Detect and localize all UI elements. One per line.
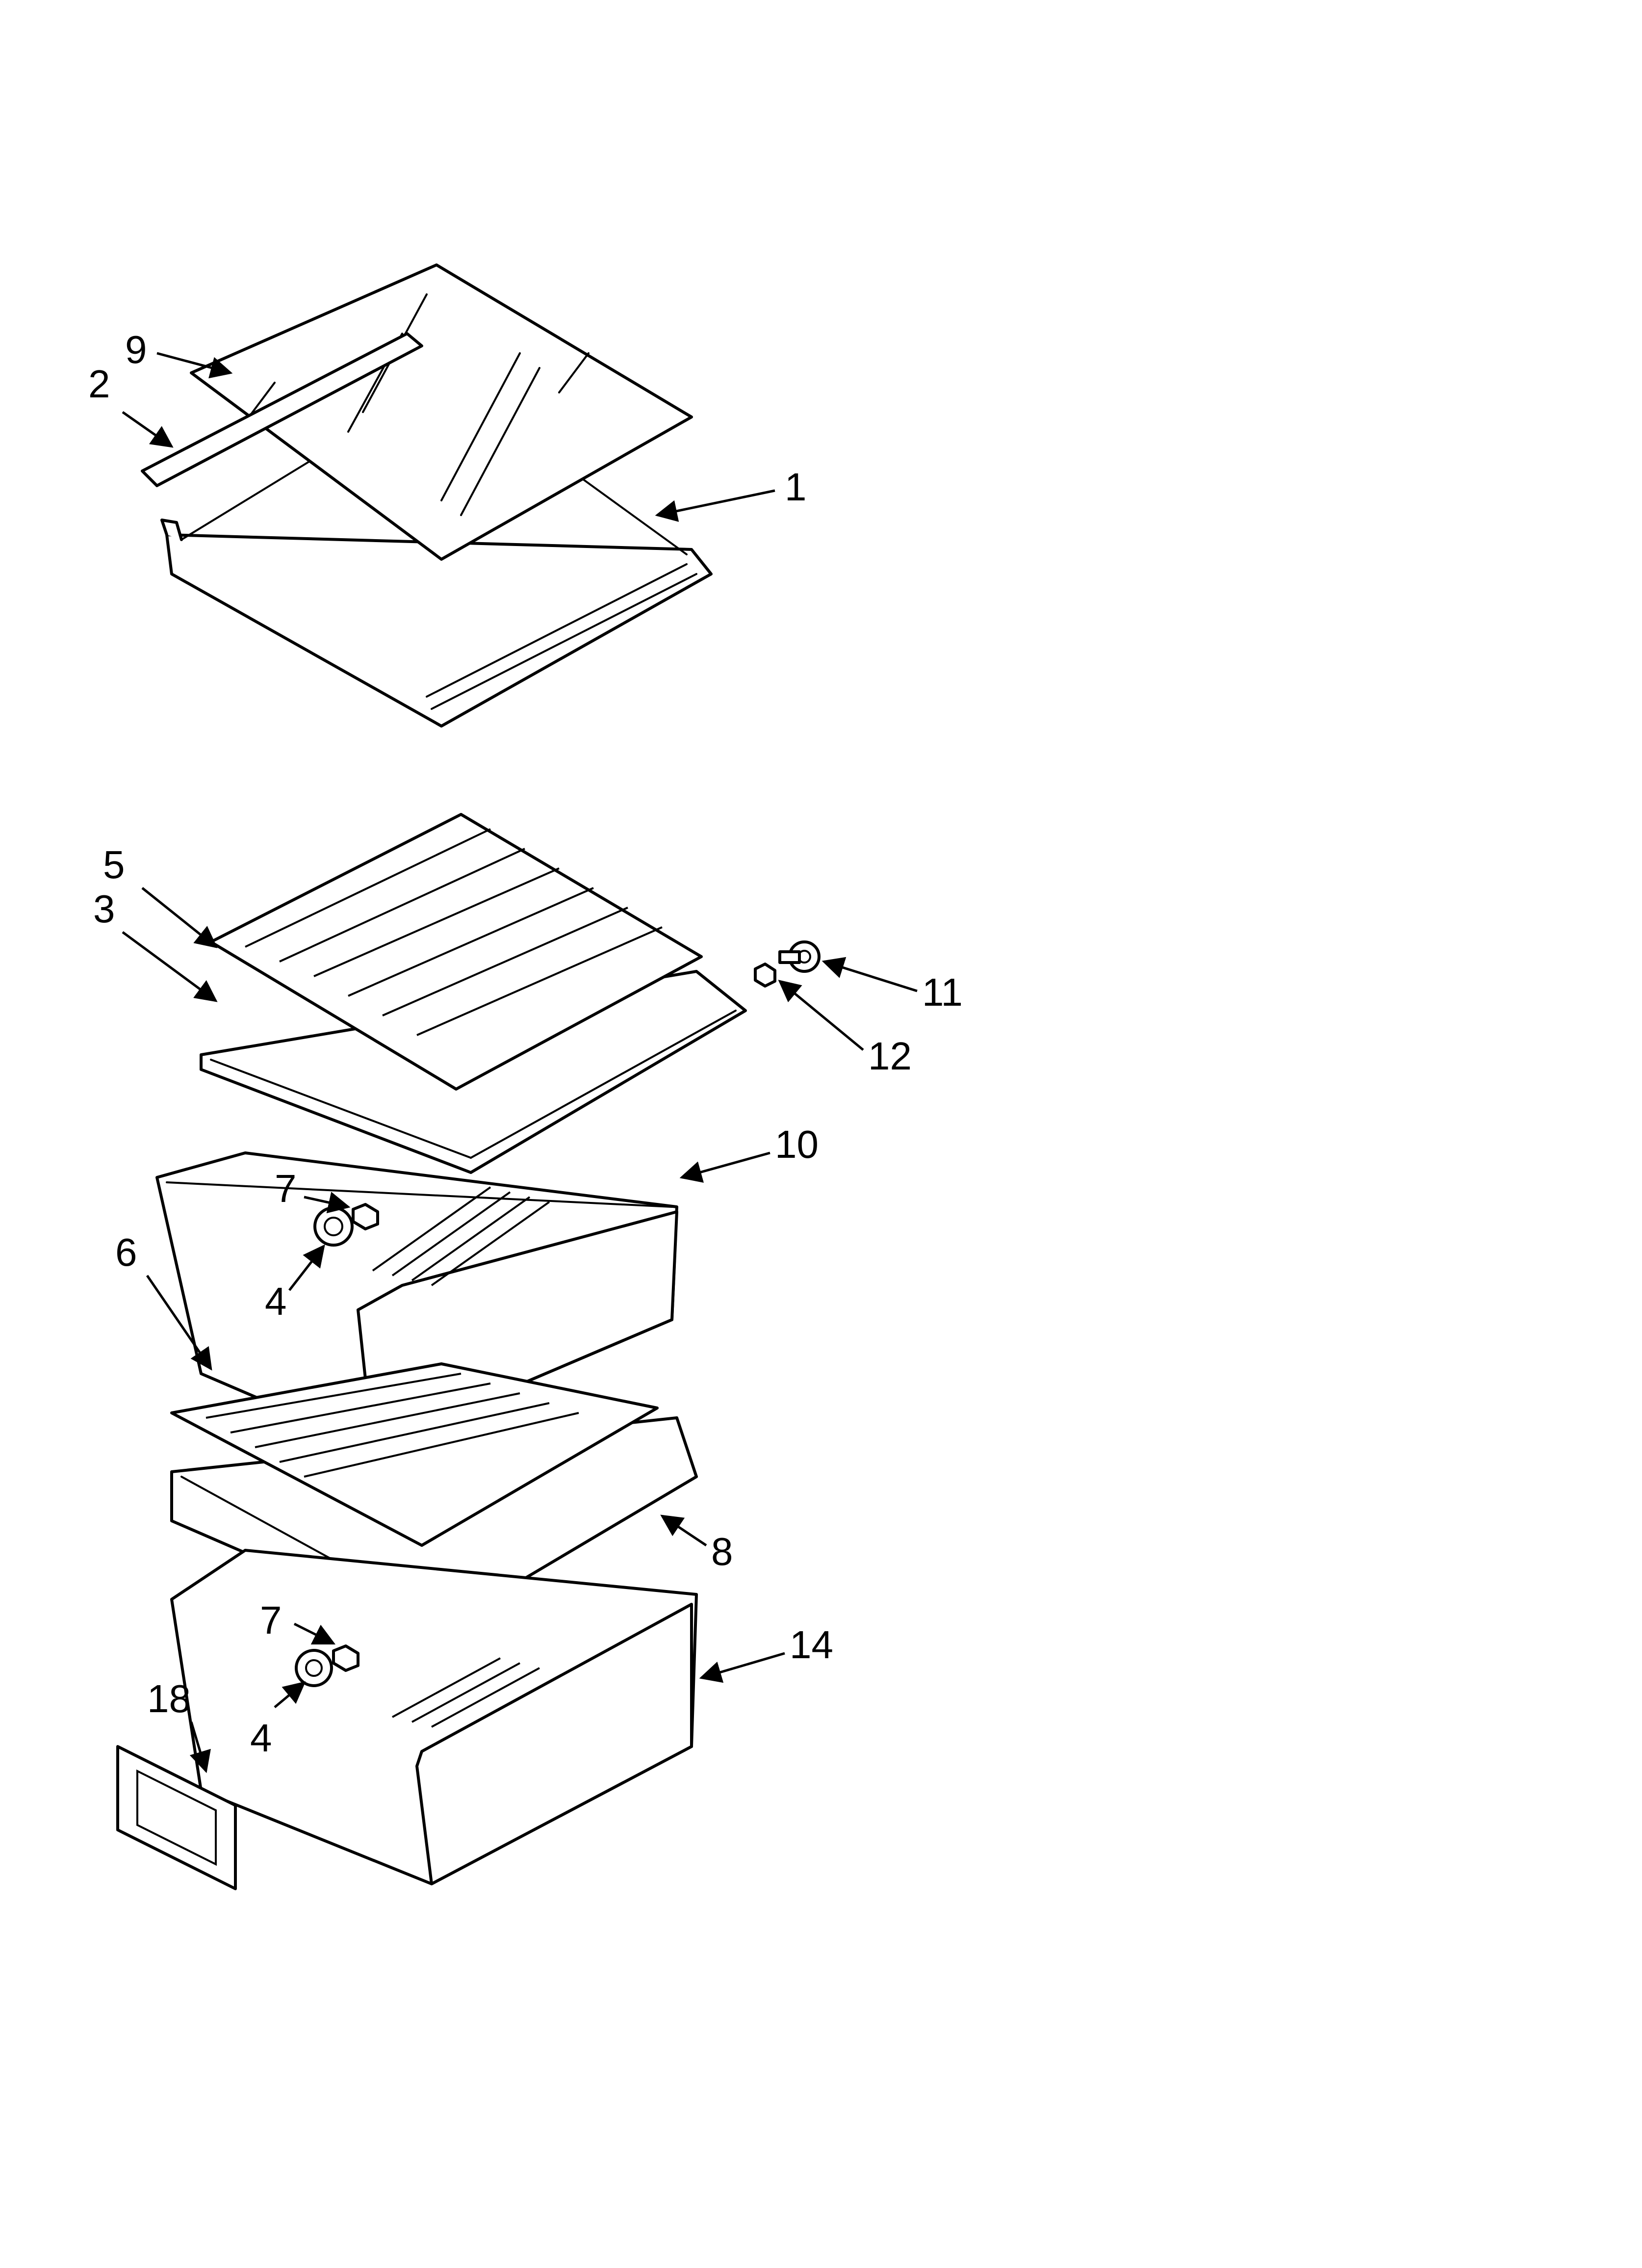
- lower-cover-ribs: [205, 1373, 579, 1478]
- nut-part-12: [754, 963, 776, 988]
- callout-14: 14: [790, 1623, 833, 1667]
- crisper-cover-glass: [209, 813, 703, 1091]
- roller-part-11: [778, 940, 821, 973]
- callout-10: 10: [775, 1122, 819, 1166]
- roller-part-4-upper: [313, 1206, 354, 1247]
- callout-8: 8: [711, 1530, 733, 1573]
- callout-6: 6: [115, 1230, 137, 1274]
- callout-5: 5: [103, 843, 125, 886]
- lower-drawer-grille: [392, 1657, 540, 1728]
- callout-11: 11: [922, 970, 963, 1014]
- callout-12: 12: [868, 1034, 912, 1078]
- cover-glass-ribs: [245, 828, 663, 1036]
- callout-1: 1: [785, 465, 807, 509]
- roller-part-4-lower: [295, 1649, 333, 1687]
- glass-pane: [190, 263, 693, 561]
- lower-drawer-front: [415, 1603, 693, 1885]
- nut-part-7-upper: [352, 1203, 379, 1230]
- label-card: [116, 1745, 237, 1890]
- glass-shelf-assembly: [141, 263, 713, 728]
- callout-2: 2: [88, 362, 110, 406]
- callout-18: 18: [147, 1677, 191, 1721]
- callout-9: 9: [125, 328, 147, 371]
- lower-cover-glass: [170, 1362, 659, 1547]
- shelf-frame: [165, 533, 713, 728]
- lower-cover-assembly: [170, 1362, 698, 1635]
- callout-7-lower: 7: [260, 1598, 282, 1642]
- lower-crisper-drawer: [170, 1549, 698, 1885]
- nut-part-7-lower: [332, 1644, 359, 1672]
- crisper-cover-assembly: [155, 813, 747, 1449]
- upper-drawer-grille: [372, 1186, 550, 1286]
- callouts: 9 2 1 5 3 11 12 10 7 4 6 8 7 14 18 4: [88, 328, 963, 1773]
- callout-3: 3: [93, 887, 115, 931]
- callout-7: 7: [275, 1167, 297, 1210]
- callout-4: 4: [265, 1279, 287, 1323]
- shelf-trim: [141, 332, 423, 487]
- callout-4-lower: 4: [250, 1716, 272, 1760]
